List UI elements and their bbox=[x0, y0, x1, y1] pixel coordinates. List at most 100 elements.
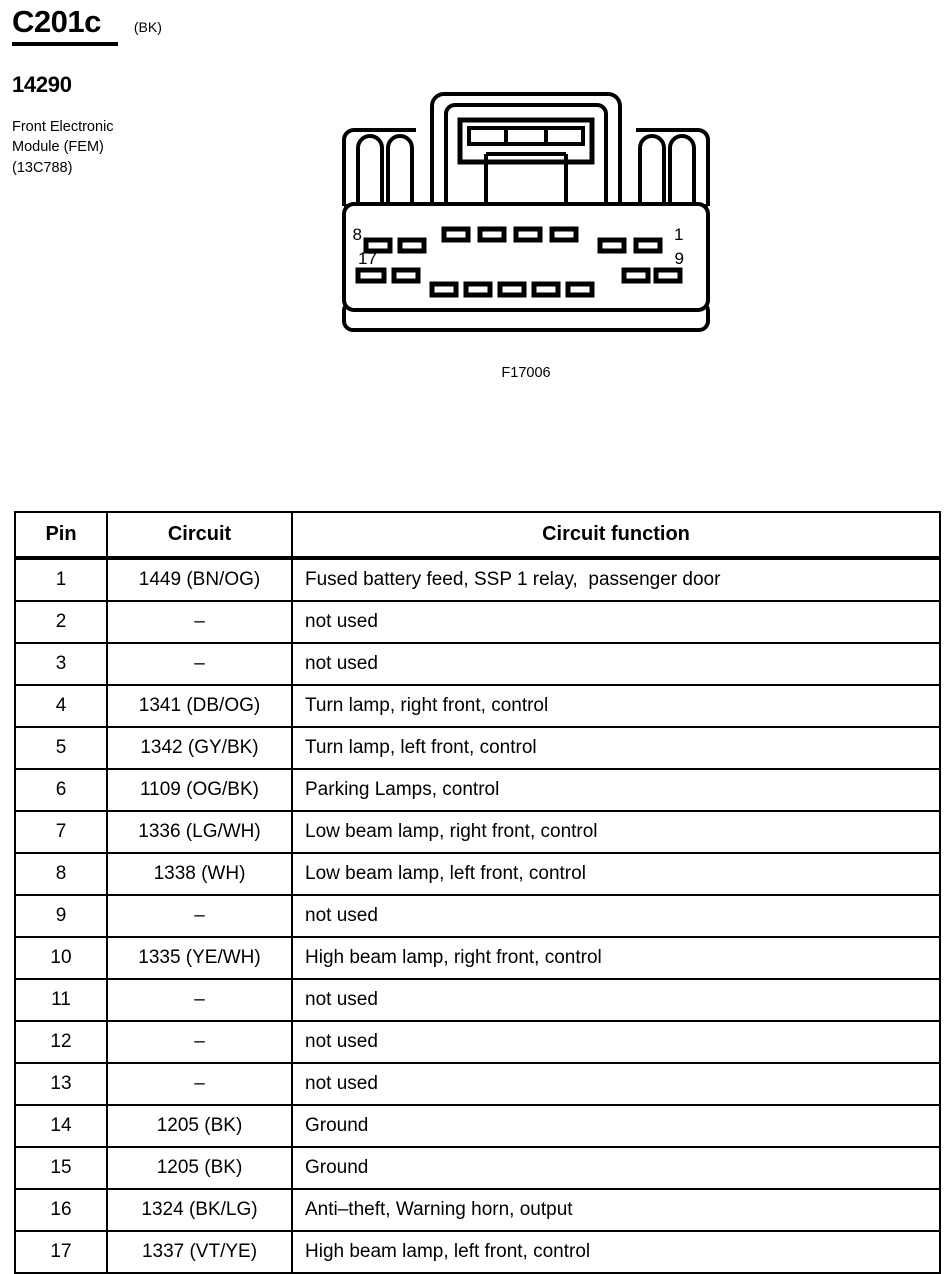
pin-slot-15 bbox=[429, 281, 459, 298]
cell-circuit: 1342 (GY/BK) bbox=[106, 726, 293, 770]
left-shoulder-finger-1 bbox=[356, 134, 384, 206]
column-header-circuit: Circuit bbox=[106, 511, 293, 560]
pin-label-top-left: 8 bbox=[353, 225, 362, 244]
connector-figure: 8 1 17 9 F17006 bbox=[336, 88, 716, 388]
cell-circuit: – bbox=[106, 600, 293, 644]
pin-slot-12 bbox=[531, 281, 561, 298]
table-row: 12–not used bbox=[14, 1020, 941, 1064]
cell-circuit: 1336 (LG/WH) bbox=[106, 810, 293, 854]
column-header-circuit-function: Circuit function bbox=[291, 511, 941, 560]
left-shoulder-finger-2 bbox=[386, 134, 414, 206]
pin-slot-13 bbox=[497, 281, 527, 298]
cell-circuit-function: not used bbox=[291, 642, 941, 686]
cell-circuit: 1449 (BN/OG) bbox=[106, 557, 293, 602]
cell-circuit-function: Fused battery feed, SSP 1 relay, passeng… bbox=[291, 557, 941, 602]
cell-circuit-function: Low beam lamp, right front, control bbox=[291, 810, 941, 854]
cell-circuit-function: Parking Lamps, control bbox=[291, 768, 941, 812]
cell-pin: 6 bbox=[14, 768, 108, 812]
cell-circuit: 1341 (DB/OG) bbox=[106, 684, 293, 728]
cell-circuit-function: High beam lamp, left front, control bbox=[291, 1230, 941, 1274]
right-shoulder-finger-1 bbox=[668, 134, 696, 206]
part-number: 14290 bbox=[12, 71, 72, 97]
cell-circuit: 1324 (BK/LG) bbox=[106, 1188, 293, 1232]
cell-pin: 7 bbox=[14, 810, 108, 854]
cell-circuit-function: not used bbox=[291, 1020, 941, 1064]
left-shoulder-outline bbox=[342, 128, 416, 206]
cell-pin: 4 bbox=[14, 684, 108, 728]
figure-code: F17006 bbox=[501, 365, 551, 381]
cell-pin: 13 bbox=[14, 1062, 108, 1106]
cell-circuit-function: not used bbox=[291, 894, 941, 938]
pin-slot-7 bbox=[397, 237, 427, 254]
cell-pin: 17 bbox=[14, 1230, 108, 1274]
pin-slot-2 bbox=[597, 237, 627, 254]
cell-circuit: 1205 (BK) bbox=[106, 1104, 293, 1148]
cell-circuit-function: not used bbox=[291, 1062, 941, 1106]
cell-circuit: 1338 (WH) bbox=[106, 852, 293, 896]
cell-circuit: – bbox=[106, 642, 293, 686]
cell-circuit: 1337 (VT/YE) bbox=[106, 1230, 293, 1274]
connector-left-shoulder bbox=[342, 128, 418, 208]
right-shoulder-finger-2 bbox=[638, 134, 666, 206]
cell-circuit: – bbox=[106, 1020, 293, 1064]
cell-pin: 16 bbox=[14, 1188, 108, 1232]
cell-circuit: – bbox=[106, 894, 293, 938]
component-name: Front Electronic Module (FEM) (13C788) bbox=[12, 118, 114, 177]
column-header-pin: Pin bbox=[14, 511, 108, 560]
cell-pin: 11 bbox=[14, 978, 108, 1022]
cell-circuit: – bbox=[106, 978, 293, 1022]
connector-id: C201c bbox=[12, 4, 101, 39]
cell-circuit: – bbox=[106, 1062, 293, 1106]
connector-header: C201c (BK) 14290 Front Electronic Module… bbox=[12, 4, 292, 179]
pin-slot-3 bbox=[549, 226, 579, 243]
cell-circuit-function: Anti–theft, Warning horn, output bbox=[291, 1188, 941, 1232]
connector-color-code: (BK) bbox=[133, 19, 162, 35]
connector-illustration: 8 1 17 9 bbox=[342, 92, 710, 332]
cell-circuit-function: High beam lamp, right front, control bbox=[291, 936, 941, 980]
pin-slot-10 bbox=[621, 267, 651, 284]
pin-slot-4 bbox=[513, 226, 543, 243]
connector-right-shoulder bbox=[634, 128, 710, 208]
pin-label-bottom-right: 9 bbox=[675, 249, 684, 268]
table-header-row: Pin Circuit Circuit function bbox=[14, 511, 941, 560]
cell-circuit: 1335 (YE/WH) bbox=[106, 936, 293, 980]
cell-circuit-function: not used bbox=[291, 600, 941, 644]
pin-slot-14 bbox=[463, 281, 493, 298]
pin-label-bottom-left: 17 bbox=[358, 249, 377, 268]
right-shoulder-outline bbox=[636, 128, 710, 206]
pin-slot-6 bbox=[441, 226, 471, 243]
table-row: 2–not used bbox=[14, 600, 941, 644]
pin-row-top bbox=[363, 226, 663, 254]
cell-circuit-function: Ground bbox=[291, 1104, 941, 1148]
cell-pin: 2 bbox=[14, 600, 108, 644]
table-row: 11–not used bbox=[14, 978, 941, 1022]
cell-pin: 3 bbox=[14, 642, 108, 686]
pin-slot-8 bbox=[363, 237, 393, 254]
latch-slot-2 bbox=[504, 126, 548, 146]
cell-circuit-function: Ground bbox=[291, 1146, 941, 1190]
pin-slot-17 bbox=[355, 267, 387, 284]
pin-row-bottom bbox=[355, 267, 683, 298]
cell-circuit-function: not used bbox=[291, 978, 941, 1022]
cell-circuit-function: Turn lamp, right front, control bbox=[291, 684, 941, 728]
pin-slot-1 bbox=[633, 237, 663, 254]
cell-pin: 12 bbox=[14, 1020, 108, 1064]
connector-id-row: C201c (BK) bbox=[12, 4, 292, 39]
pin-slot-16 bbox=[391, 267, 421, 284]
cell-pin: 9 bbox=[14, 894, 108, 938]
latch-slot-1 bbox=[467, 126, 508, 146]
cell-circuit: 1109 (OG/BK) bbox=[106, 768, 293, 812]
cell-pin: 10 bbox=[14, 936, 108, 980]
table-row: 13–not used bbox=[14, 1062, 941, 1106]
latch-slot-3 bbox=[544, 126, 585, 146]
